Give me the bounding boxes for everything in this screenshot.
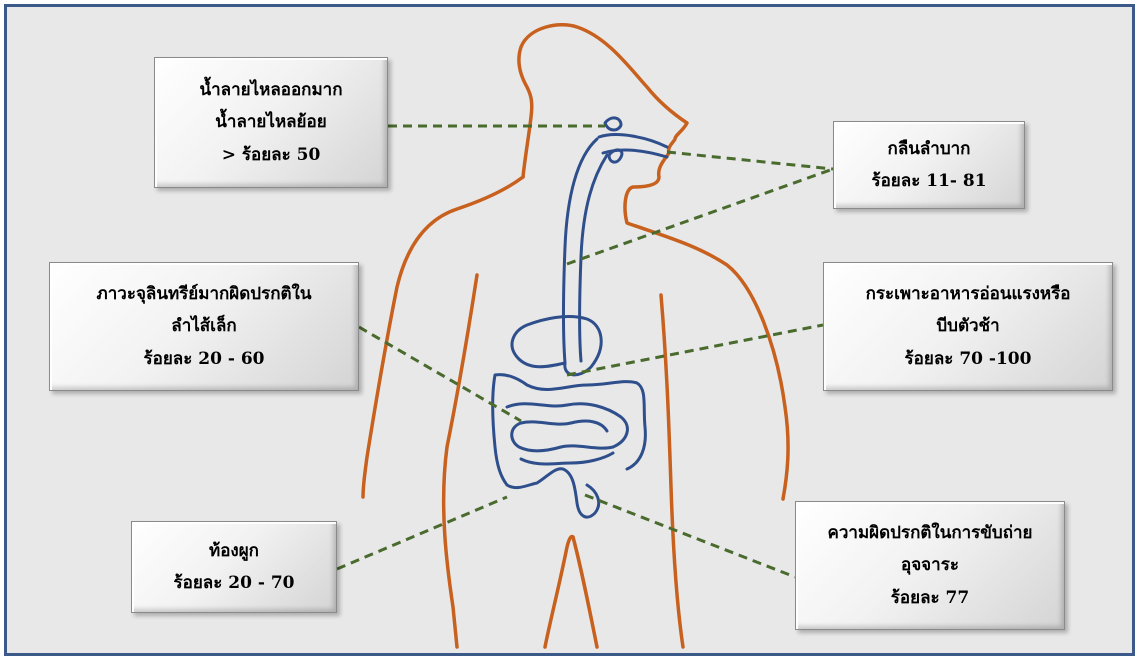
head-and-torso-outline [519, 25, 788, 499]
left-shoulder-arm-outline [363, 177, 523, 497]
diagram-frame: น้ำลายไหลออกมาก น้ำลายไหลย้อย > ร้อยละ 5… [4, 4, 1135, 656]
callout-constipation-line-2: ร้อยละ 20 - 70 [174, 567, 295, 599]
callout-defecation-line-3: ร้อยละ 77 [891, 582, 969, 614]
callout-swallowing-line-1: กลืนลำบาก [888, 133, 971, 165]
leader-line-constipation [337, 497, 507, 569]
callout-defecation-line-2: อุจจาระ [901, 549, 959, 581]
callout-saliva-line-2: น้ำลายไหลย้อย [215, 106, 326, 138]
human-body-outline-icon [363, 25, 788, 647]
callout-saliva-line-1: น้ำลายไหลออกมาก [199, 74, 342, 106]
callout-bacterial-line-2: ลำไส้เล็ก [171, 310, 236, 342]
callout-saliva-line-3: > ร้อยละ 50 [222, 139, 321, 171]
leader-lines [337, 126, 833, 577]
callout-defecation-line-1: ความผิดปรกติในการขับถ่าย [827, 517, 1032, 549]
callout-gastroparesis-line-1: กระเพาะอาหารอ่อนแรงหรือ [866, 278, 1071, 310]
callout-bacterial-overgrowth: ภาวะจุลินทรีย์มากผิดปรกติใน ลำไส้เล็ก ร้… [49, 262, 359, 391]
callout-saliva: น้ำลายไหลออกมาก น้ำลายไหลย้อย > ร้อยละ 5… [154, 57, 388, 188]
callout-gastroparesis-line-2: บีบตัวช้า [936, 310, 999, 342]
leader-line-defecation [585, 495, 795, 577]
stomach [512, 317, 601, 375]
digestive-system-outline-icon [493, 118, 667, 517]
leader-line-gastroparesis [567, 325, 823, 375]
callout-bacterial-line-3: ร้อยละ 20 - 60 [144, 343, 265, 375]
right-inner-arm [661, 295, 683, 647]
callout-gastroparesis-line-3: ร้อยละ 70 -100 [905, 343, 1032, 375]
right-leg-outline [573, 537, 597, 647]
callout-gastroparesis: กระเพาะอาหารอ่อนแรงหรือ บีบตัวช้า ร้อยละ… [823, 262, 1113, 391]
callout-swallowing: กลืนลำบาก ร้อยละ 11- 81 [833, 121, 1025, 209]
leader-line-swallowing-mouth [667, 152, 833, 169]
left-inner-arm [444, 275, 477, 647]
callout-constipation: ท้องผูก ร้อยละ 20 - 70 [131, 521, 337, 613]
callout-defecation: ความผิดปรกติในการขับถ่าย อุจจาระ ร้อยละ … [795, 501, 1065, 630]
pharynx-gland [605, 118, 621, 130]
callout-constipation-line-1: ท้องผูก [209, 535, 259, 567]
callout-bacterial-line-1: ภาวะจุลินทรีย์มากผิดปรกติใน [97, 278, 312, 310]
callout-swallowing-line-2: ร้อยละ 11- 81 [871, 165, 986, 197]
left-leg-outline [545, 536, 573, 647]
small-intestine [507, 404, 627, 464]
